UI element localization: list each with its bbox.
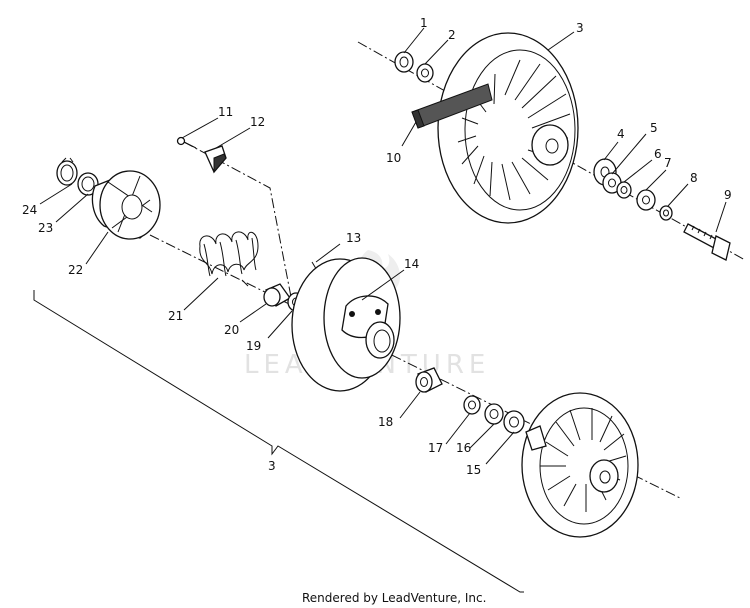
part-23-washer [77, 172, 99, 196]
part-18-bushing [415, 367, 443, 393]
callout-12: 12 [250, 115, 265, 129]
callout-16: 16 [456, 441, 471, 455]
callout-6: 6 [654, 147, 662, 161]
part-3-drive-sheave [437, 32, 579, 224]
part-9-bolt [683, 223, 731, 261]
assembly-bracket [33, 290, 524, 593]
part-21-spring [199, 231, 259, 287]
part-8-lock-washer [659, 205, 673, 221]
callout-21: 21 [168, 309, 183, 323]
callout-22: 22 [68, 263, 83, 277]
part-1-washer [394, 51, 414, 73]
part-14-moveable-sheave [291, 257, 401, 392]
callout-3-assembly: 3 [268, 459, 276, 473]
callout-18: 18 [378, 415, 393, 429]
part-24-snap-ring [56, 157, 78, 186]
callout-20: 20 [224, 323, 239, 337]
part-16-washer [484, 403, 504, 425]
part-5-washer [602, 172, 622, 194]
callout-15: 15 [466, 463, 481, 477]
leader-lines [39, 27, 727, 465]
callout-14: 14 [404, 257, 419, 271]
part-6-washer [616, 181, 632, 199]
callout-7: 7 [664, 156, 672, 170]
callout-11: 11 [218, 105, 233, 119]
callout-17: 17 [428, 441, 443, 455]
callout-24: 24 [22, 203, 37, 217]
callout-1: 1 [420, 16, 428, 30]
callout-13: 13 [346, 231, 361, 245]
part-20-bushing [263, 283, 291, 307]
part-11-screw [176, 136, 197, 149]
lower-fixed-sheave [521, 392, 639, 538]
callout-3: 3 [576, 21, 584, 35]
callout-2: 2 [448, 28, 456, 42]
footer-credit: Rendered by LeadVenture, Inc. [302, 591, 486, 605]
part-22-helix-cam [91, 170, 161, 240]
part-17-washer [463, 395, 481, 415]
callout-5: 5 [650, 121, 658, 135]
part-12-button [204, 145, 227, 174]
callout-labels: 1 2 3 4 5 6 7 8 9 10 11 12 13 14 15 16 1… [22, 16, 732, 477]
callout-19: 19 [246, 339, 261, 353]
part-15-washer [503, 410, 525, 434]
callout-9: 9 [724, 188, 732, 202]
callout-10: 10 [386, 151, 401, 165]
part-2-washer [416, 63, 434, 83]
callout-23: 23 [38, 221, 53, 235]
callout-8: 8 [690, 171, 698, 185]
part-7-washer [636, 189, 656, 211]
callout-4: 4 [617, 127, 625, 141]
